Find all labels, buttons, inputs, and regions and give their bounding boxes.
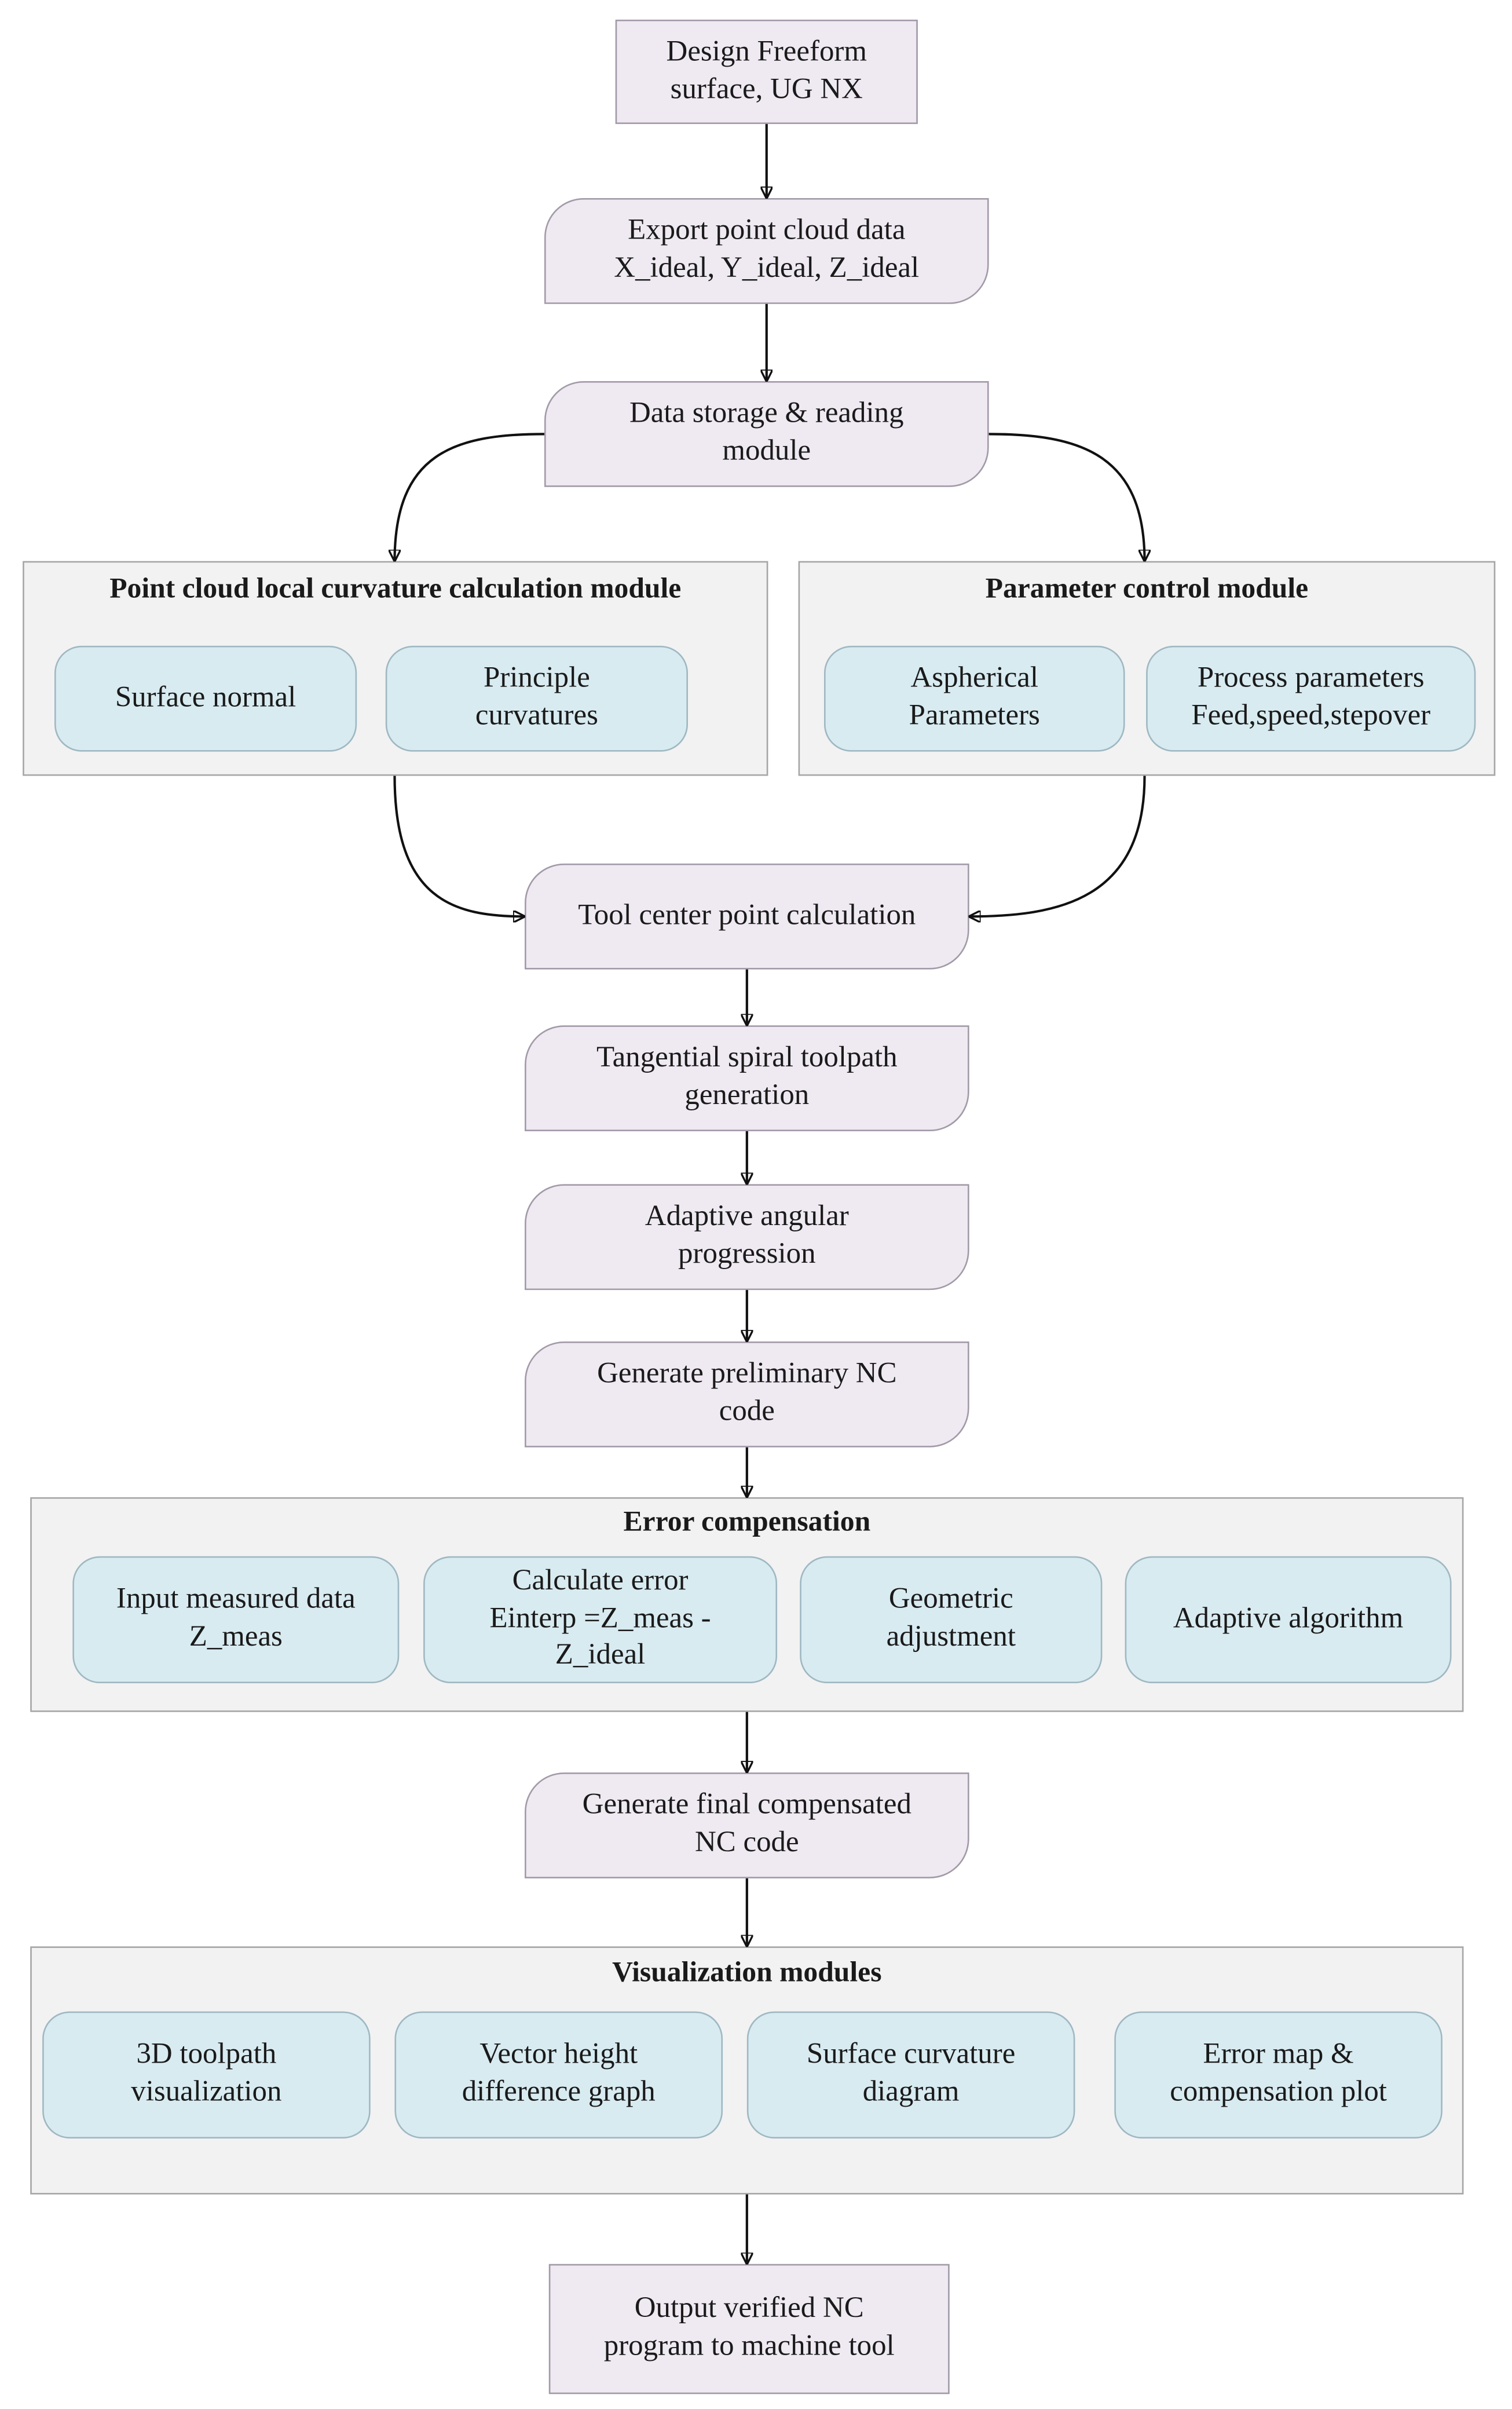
output-program-node: Output verified NC program to machine too… xyxy=(548,2264,950,2395)
node-text-line: Z_ideal xyxy=(555,1640,646,1672)
arrow-storage-to-curvature xyxy=(394,433,544,561)
node-text-line: generation xyxy=(684,1080,810,1112)
node-text-line: program to machine tool xyxy=(603,2330,895,2363)
arrow-curvature-to-tool-center xyxy=(393,776,525,916)
node-text-line: Z_meas xyxy=(189,1621,283,1653)
vector-height-node: Vector height difference graph xyxy=(394,2011,723,2139)
node-text-line: Error map & xyxy=(1203,2039,1354,2071)
node-text-line: Tangential spiral toolpath xyxy=(596,1042,898,1074)
node-text-line: Data storage & reading xyxy=(629,398,904,430)
node-text-line: X_ideal, Y_ideal, Z_ideal xyxy=(614,253,920,284)
tangential-spiral-node: Tangential spiral toolpath generation xyxy=(525,1025,969,1132)
node-text-line: 3D toolpath xyxy=(136,2039,277,2071)
node-text-line: Parameters xyxy=(909,700,1040,732)
node-text-line: compensation plot xyxy=(1170,2076,1387,2108)
node-text-line: Generate final compensated xyxy=(582,1789,911,1822)
node-text-line: Geometric xyxy=(888,1584,1013,1616)
arrow-storage-to-parameter xyxy=(989,433,1145,561)
curvature-module-title: Point cloud local curvature calculation … xyxy=(109,573,682,605)
node-text-line: Design Freeform xyxy=(666,36,867,68)
visualization-modules-title: Visualization modules xyxy=(612,1957,882,1989)
node-text-line: NC code xyxy=(695,1827,799,1859)
error-compensation-title: Error compensation xyxy=(623,1506,871,1538)
adaptive-angular-node: Adaptive angular progression xyxy=(525,1184,969,1291)
parameter-module-title: Parameter control module xyxy=(985,573,1309,605)
node-text-line: diagram xyxy=(862,2076,960,2108)
3d-toolpath-node: 3D toolpath visualization xyxy=(42,2011,371,2139)
node-text-line: surface, UG NX xyxy=(670,73,863,105)
data-storage-node: Data storage & reading module xyxy=(544,381,989,487)
node-text-line: Surface curvature xyxy=(806,2039,1016,2071)
node-text-line: Vector height xyxy=(479,2039,638,2071)
node-text-line: adjustment xyxy=(886,1621,1016,1653)
final-nc-node: Generate final compensated NC code xyxy=(525,1772,969,1878)
node-text-line: Generate preliminary NC xyxy=(597,1358,897,1391)
tool-center-point-node: Tool center point calculation xyxy=(525,863,969,970)
node-text-line: code xyxy=(719,1395,775,1428)
node-text-line: Calculate error xyxy=(512,1565,689,1597)
node-text-line: visualization xyxy=(131,2076,282,2108)
design-freeform-node: Design Freeform surface, UG NX xyxy=(615,19,918,125)
node-text-line: Aspherical xyxy=(910,663,1039,695)
node-text-line: Feed,speed,stepover xyxy=(1191,700,1431,732)
preliminary-nc-node: Generate preliminary NC code xyxy=(525,1341,969,1447)
error-map-node: Error map & compensation plot xyxy=(1114,2011,1443,2139)
node-text-line: Output verified NC xyxy=(634,2293,864,2325)
node-text-line: Tool center point calculation xyxy=(578,899,916,931)
adaptive-algorithm-node: Adaptive algorithm xyxy=(1125,1556,1452,1684)
node-text-line: Adaptive angular xyxy=(645,1201,849,1233)
node-text-line: Adaptive algorithm xyxy=(1173,1602,1404,1635)
surface-curvature-node: Surface curvature diagram xyxy=(746,2011,1075,2139)
node-text-line: Input measured data xyxy=(116,1584,356,1616)
node-text-line: Surface normal xyxy=(115,681,296,714)
node-text-line: Einterp =Z_meas - xyxy=(489,1602,711,1635)
surface-normal-node: Surface normal xyxy=(54,645,357,752)
arrow-parameter-to-tool-center xyxy=(969,776,1146,916)
principle-curvatures-node: Principle curvatures xyxy=(385,645,689,752)
node-text-line: difference graph xyxy=(462,2076,656,2108)
node-text-line: progression xyxy=(678,1238,816,1271)
node-text-line: Process parameters xyxy=(1197,663,1425,695)
node-text-line: Principle xyxy=(483,663,590,695)
node-text-line: curvatures xyxy=(475,700,598,732)
geometric-adjustment-node: Geometric adjustment xyxy=(800,1556,1103,1684)
node-text-line: module xyxy=(722,435,811,467)
node-text-line: Export point cloud data xyxy=(628,215,906,247)
